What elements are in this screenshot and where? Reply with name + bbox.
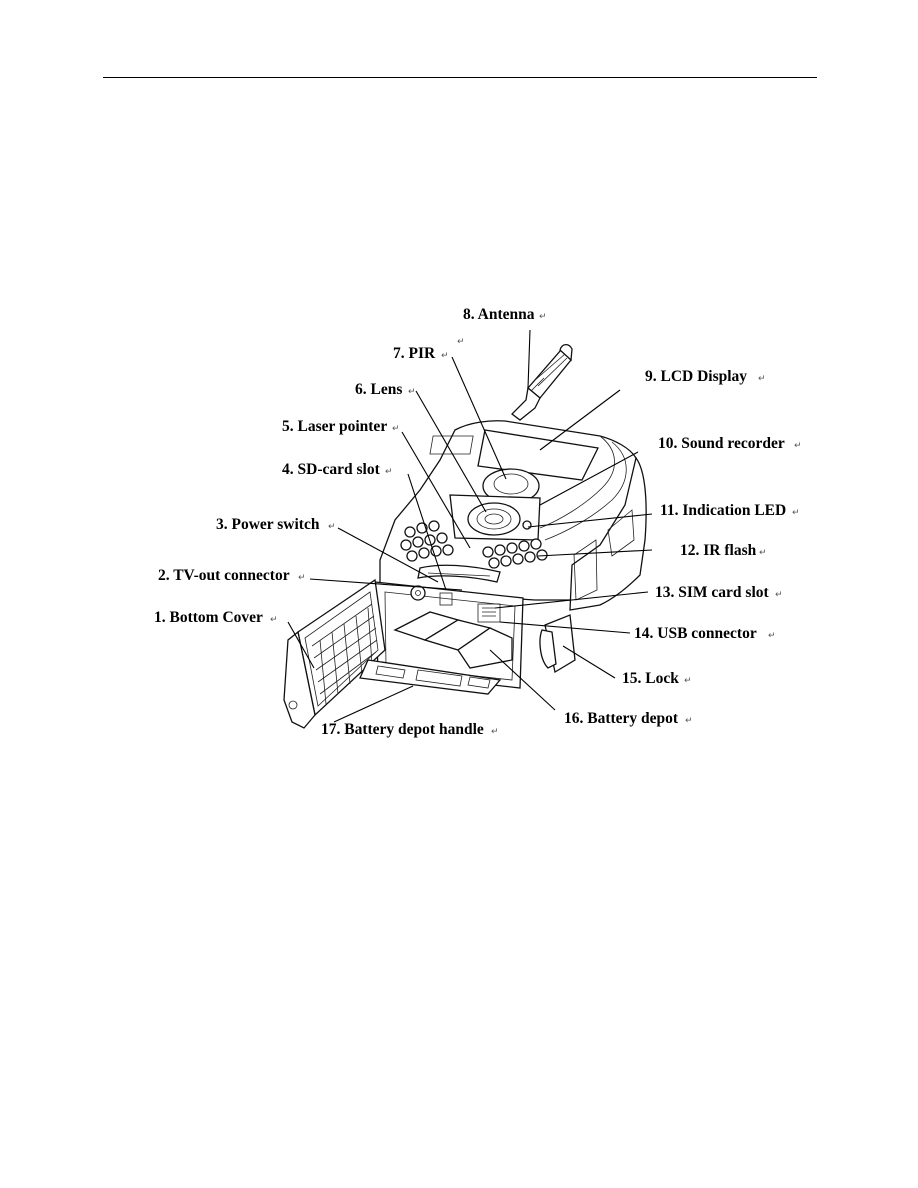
lens-drawing — [449, 494, 541, 541]
para-mark: ↵ — [539, 312, 547, 322]
para-mark: ↵ — [685, 716, 693, 726]
label-indication-led: 11. Indication LED — [660, 502, 786, 519]
label-sim-card-slot: 13. SIM card slot — [655, 584, 770, 601]
para-mark: ↵ — [491, 727, 499, 737]
brand-plate — [417, 564, 501, 583]
label-battery-depot: 16. Battery depot — [564, 710, 679, 727]
para-mark: ↵ — [457, 337, 465, 347]
battery-handle-drawing — [359, 659, 502, 695]
label-battery-depot-handle: 17. Battery depot handle — [321, 721, 484, 738]
label-ir-flash: 12. IR flash — [680, 542, 757, 559]
para-mark: ↵ — [792, 508, 800, 518]
para-mark: ↵ — [408, 387, 416, 397]
label-tv-out-connector: 2. TV-out connector — [158, 567, 290, 584]
label-lock: 15. Lock — [622, 670, 679, 687]
para-mark: ↵ — [758, 374, 766, 384]
ir-led-left — [400, 520, 454, 562]
antenna-drawing — [511, 343, 573, 421]
para-mark: ↵ — [270, 615, 278, 625]
para-mark: ↵ — [298, 573, 306, 583]
para-mark: ↵ — [794, 441, 802, 451]
label-lens: 6. Lens — [355, 381, 402, 398]
para-mark: ↵ — [684, 676, 692, 686]
label-lcd-display: 9. LCD Display — [645, 368, 747, 385]
para-mark: ↵ — [775, 590, 783, 600]
callout-labels: 8. Antenna ↵ 7. PIR ↵ ↵ 6. Lens ↵ 9. LCD… — [154, 306, 802, 738]
camera-illustration — [283, 343, 647, 729]
label-antenna: 8. Antenna — [463, 306, 535, 323]
label-sd-card-slot: 4. SD-card slot — [282, 461, 381, 478]
para-mark: ↵ — [441, 351, 449, 361]
para-mark: ↵ — [328, 522, 336, 532]
para-mark: ↵ — [759, 548, 767, 558]
para-mark: ↵ — [385, 467, 393, 477]
label-power-switch: 3. Power switch — [216, 516, 320, 533]
para-mark: ↵ — [768, 631, 776, 641]
leader-lines — [287, 329, 653, 723]
ir-led-right — [482, 538, 548, 569]
label-laser-pointer: 5. Laser pointer — [282, 418, 387, 435]
battery-compartment — [374, 581, 576, 689]
label-pir: 7. PIR — [393, 345, 436, 362]
label-bottom-cover: 1. Bottom Cover — [154, 609, 263, 626]
bottom-cover-door — [283, 578, 386, 729]
para-mark: ↵ — [392, 424, 400, 434]
label-sound-recorder: 10. Sound recorder — [658, 435, 785, 452]
header-rule — [103, 77, 817, 78]
label-usb-connector: 14. USB connector — [634, 625, 757, 642]
